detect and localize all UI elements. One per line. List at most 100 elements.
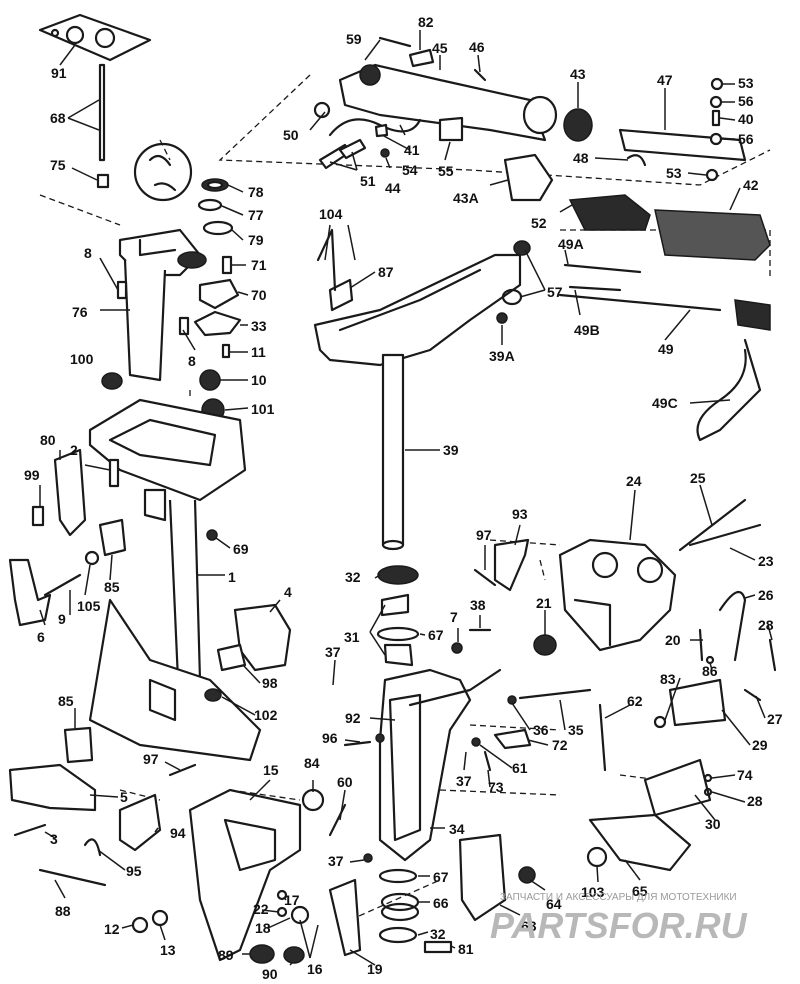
part-55 (438, 116, 464, 142)
callout-67b: 67 (433, 869, 449, 885)
callout-28b: 28 (747, 793, 763, 809)
callout-43A: 43A (453, 190, 479, 206)
part-33-gasket (193, 310, 242, 337)
callout-90: 90 (262, 966, 278, 982)
part-75 (96, 173, 110, 189)
callout-37: 37 (325, 644, 341, 660)
callout-13: 13 (160, 942, 176, 958)
part-43-bearing (563, 108, 593, 142)
callout-56b: 56 (738, 131, 754, 147)
callout-43: 43 (570, 66, 586, 82)
callout-24: 24 (626, 473, 642, 489)
part-28-pin (768, 638, 777, 672)
callout-62: 62 (627, 693, 643, 709)
callout-49C: 49C (652, 395, 678, 411)
part-100-cap (101, 372, 123, 390)
part-32-washer-low (378, 926, 418, 944)
part-97-bolt-right (473, 568, 497, 587)
part-49A-wire (563, 263, 642, 274)
callout-84: 84 (304, 755, 320, 771)
part-105-ring (84, 550, 100, 566)
part-74 (703, 773, 713, 783)
callout-99: 99 (24, 467, 40, 483)
part-99-bolt (31, 505, 45, 527)
callout-88: 88 (55, 903, 71, 919)
callout-103: 103 (581, 884, 605, 900)
callout-39A: 39A (489, 348, 515, 364)
part-104-clip (316, 228, 337, 292)
callout-46: 46 (469, 39, 485, 55)
part-94-bracket (118, 793, 162, 852)
part-53-b (705, 168, 719, 182)
callout-42: 42 (743, 177, 759, 193)
callout-56: 56 (738, 93, 754, 109)
callout-38: 38 (470, 597, 486, 613)
part-67-oring (376, 626, 420, 642)
callout-101: 101 (251, 401, 275, 417)
parts-drawing (8, 13, 777, 964)
callout-91: 91 (51, 65, 67, 81)
part-103-spring (586, 846, 608, 868)
part-64 (518, 866, 536, 884)
part-28 (703, 787, 713, 797)
callout-40: 40 (738, 111, 754, 127)
callout-36: 36 (533, 722, 549, 738)
part-57-bottom (501, 288, 523, 306)
callout-94: 94 (170, 825, 186, 841)
part-31-bushing-bottom (383, 643, 414, 667)
callout-9: 9 (58, 611, 66, 627)
part-5-bracket (8, 763, 97, 812)
part-49B-plate (568, 285, 622, 292)
callout-10: 10 (251, 372, 267, 388)
callout-85: 85 (104, 579, 120, 595)
part-87 (328, 278, 354, 312)
part-66-sleeve (380, 892, 420, 912)
part-54 (374, 123, 389, 138)
callout-37b: 37 (456, 773, 472, 789)
part-35-rod (518, 688, 592, 700)
callout-102: 102 (254, 707, 278, 723)
callout-5: 5 (120, 789, 128, 805)
part-10-knob (199, 369, 221, 391)
callout-25: 25 (690, 470, 706, 486)
part-76-steering-tube (118, 228, 207, 382)
part-48-spring (626, 154, 647, 167)
part-50-nut (313, 101, 331, 119)
part-26-spring-rod (718, 590, 747, 662)
part-95-spring (83, 838, 102, 857)
callout-44: 44 (385, 180, 401, 196)
callout-64: 64 (546, 896, 562, 912)
part-91-gasket (38, 13, 152, 62)
callout-33: 33 (251, 318, 267, 334)
callout-98: 98 (262, 675, 278, 691)
part-36 (507, 695, 517, 705)
callout-65: 65 (632, 883, 648, 899)
callout-73: 73 (488, 779, 504, 795)
callout-71: 71 (251, 257, 267, 273)
part-12-nut (131, 916, 149, 934)
part-39-steering-arm (313, 253, 522, 551)
callout-19: 19 (367, 961, 383, 977)
part-59-bolt (378, 36, 412, 48)
callout-45: 45 (432, 40, 448, 56)
callout-66: 66 (433, 895, 449, 911)
part-40 (711, 109, 721, 127)
callout-92: 92 (345, 710, 361, 726)
part-98-block (216, 643, 247, 672)
callout-32: 32 (345, 569, 361, 585)
callout-51: 51 (360, 173, 376, 189)
part-62-spring (598, 703, 607, 772)
callout-41: 41 (404, 142, 420, 158)
part-82-block (408, 48, 435, 68)
watermark-brand: PARTSFOR.RU (490, 905, 748, 946)
part-72 (493, 728, 532, 750)
callout-16: 16 (307, 961, 323, 977)
callout-57: 57 (547, 284, 563, 300)
part-13-nut (151, 909, 169, 927)
part-70 (198, 278, 240, 310)
part-60-rod (328, 803, 347, 837)
callout-75: 75 (50, 157, 66, 173)
callout-67: 67 (428, 627, 444, 643)
callout-47: 47 (657, 72, 673, 88)
callout-70: 70 (251, 287, 267, 303)
